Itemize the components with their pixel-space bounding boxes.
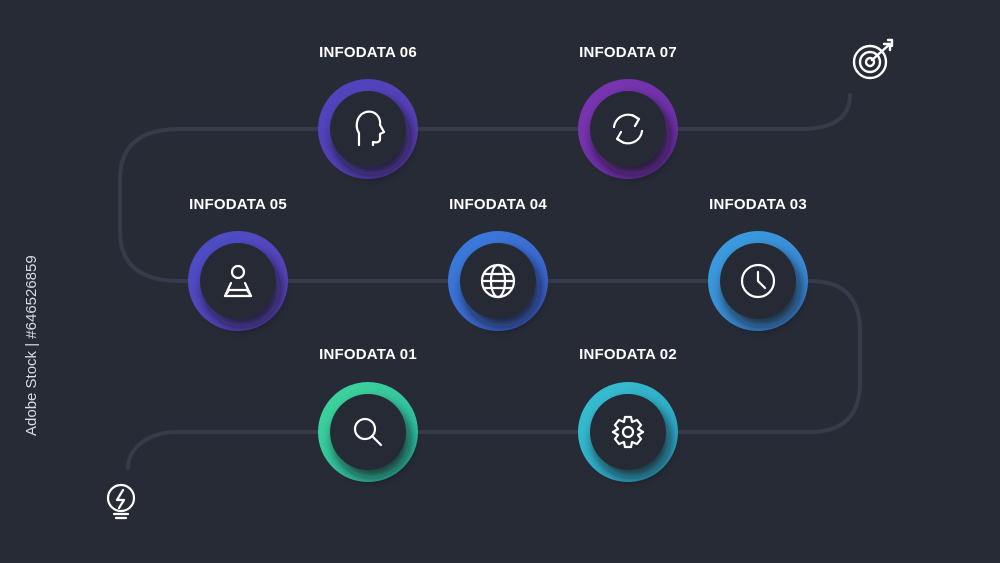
step-label-05: INFODATA 05 — [189, 196, 287, 213]
location-person-icon — [223, 264, 253, 298]
step-label-03: INFODATA 03 — [709, 196, 807, 213]
step-label-07: INFODATA 07 — [579, 44, 677, 61]
step-node-06 — [318, 79, 418, 179]
step-node-04 — [448, 231, 548, 331]
refresh-icon — [612, 113, 644, 145]
gear-icon — [611, 415, 645, 449]
lightbulb-bolt-icon — [106, 483, 136, 520]
clock-icon — [740, 263, 776, 299]
step-disc — [330, 91, 406, 167]
step-node-03 — [708, 231, 808, 331]
search-icon — [353, 417, 383, 447]
globe-icon — [480, 263, 516, 299]
step-disc — [590, 394, 666, 470]
step-disc — [330, 394, 406, 470]
step-node-02 — [578, 382, 678, 482]
step-disc — [590, 91, 666, 167]
head-profile-icon — [355, 110, 386, 147]
step-node-07 — [578, 79, 678, 179]
stock-id-text: Adobe Stock | #646526859 — [23, 255, 40, 436]
step-disc — [200, 243, 276, 319]
step-label-02: INFODATA 02 — [579, 346, 677, 363]
step-node-05 — [188, 231, 288, 331]
step-label-04: INFODATA 04 — [449, 196, 547, 213]
step-label-06: INFODATA 06 — [319, 44, 417, 61]
step-label-01: INFODATA 01 — [319, 346, 417, 363]
target-arrow-icon — [852, 38, 894, 80]
step-node-01 — [318, 382, 418, 482]
